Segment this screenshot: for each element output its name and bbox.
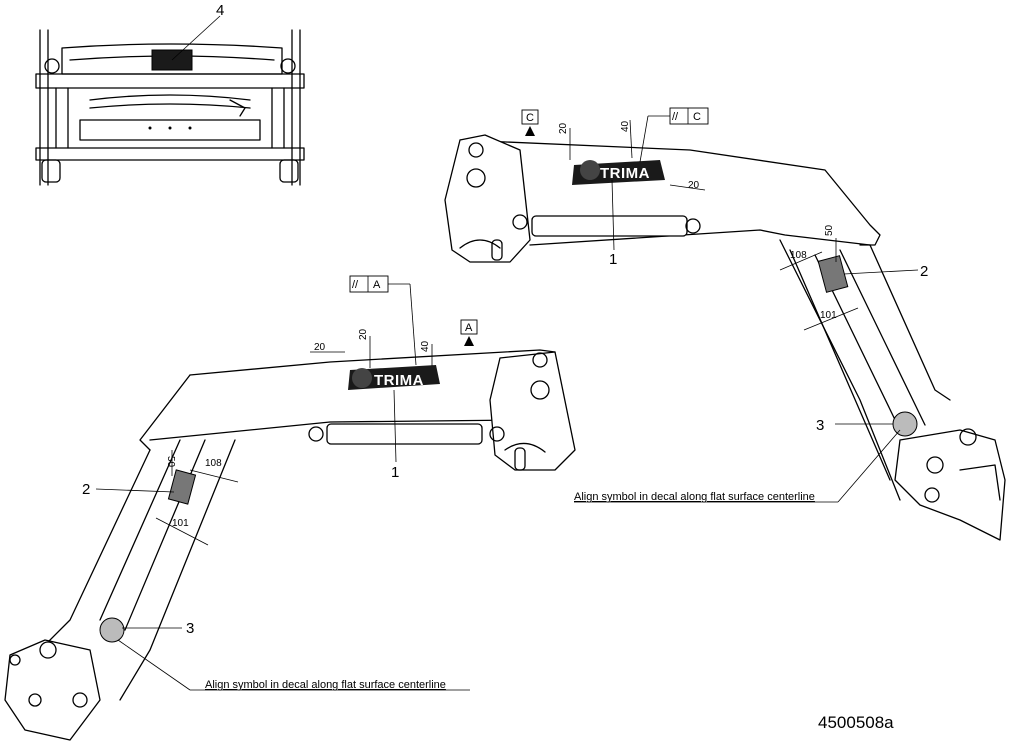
svg-text:TRIMA: TRIMA bbox=[600, 165, 650, 182]
right-loader-view: TRIMA C // C 20 40 20 108 50 101 1 2 bbox=[444, 107, 1006, 541]
svg-text:20: 20 bbox=[314, 342, 326, 353]
svg-text:40: 40 bbox=[420, 340, 431, 352]
right-callout-1: 1 bbox=[609, 251, 617, 268]
svg-text:C: C bbox=[526, 112, 534, 124]
left-callout-2: 2 bbox=[82, 481, 90, 498]
svg-text:50: 50 bbox=[824, 224, 835, 236]
svg-text:C: C bbox=[693, 111, 701, 123]
right-align-note: Align symbol in decal along flat surface… bbox=[574, 491, 815, 503]
left-align-note: Align symbol in decal along flat surface… bbox=[205, 679, 446, 691]
right-callout-3: 3 bbox=[816, 417, 824, 434]
left-symbol-3 bbox=[99, 617, 125, 643]
svg-text:108: 108 bbox=[205, 458, 222, 469]
svg-text:20: 20 bbox=[688, 180, 700, 191]
left-callout-1: 1 bbox=[391, 464, 399, 481]
left-trima-decal bbox=[348, 365, 440, 390]
svg-text:40: 40 bbox=[620, 120, 631, 132]
front-view-loader: 4 bbox=[35, 2, 305, 186]
document-number: 4500508a bbox=[818, 713, 894, 732]
left-decal-logo bbox=[352, 368, 372, 388]
right-symbol-3 bbox=[892, 411, 918, 437]
svg-text:108: 108 bbox=[790, 250, 807, 261]
right-decal-logo bbox=[580, 160, 600, 180]
callout-4: 4 bbox=[216, 2, 224, 19]
svg-text://: // bbox=[352, 279, 359, 291]
right-decal-2 bbox=[817, 255, 849, 293]
svg-text:101: 101 bbox=[820, 310, 837, 321]
svg-text:20: 20 bbox=[358, 328, 369, 340]
svg-text://: // bbox=[672, 111, 679, 123]
svg-text:50: 50 bbox=[165, 456, 176, 468]
svg-text:TRIMA: TRIMA bbox=[374, 372, 424, 389]
right-callout-2: 2 bbox=[920, 263, 928, 280]
left-decal-2 bbox=[167, 469, 197, 505]
svg-text:101: 101 bbox=[172, 518, 189, 529]
svg-text:A: A bbox=[465, 322, 473, 334]
left-callout-3: 3 bbox=[186, 620, 194, 637]
svg-text:20: 20 bbox=[558, 122, 569, 134]
left-loader-view: TRIMA A // A 20 20 40 108 50 101 1 2 bbox=[4, 275, 576, 741]
svg-text:A: A bbox=[373, 279, 381, 291]
